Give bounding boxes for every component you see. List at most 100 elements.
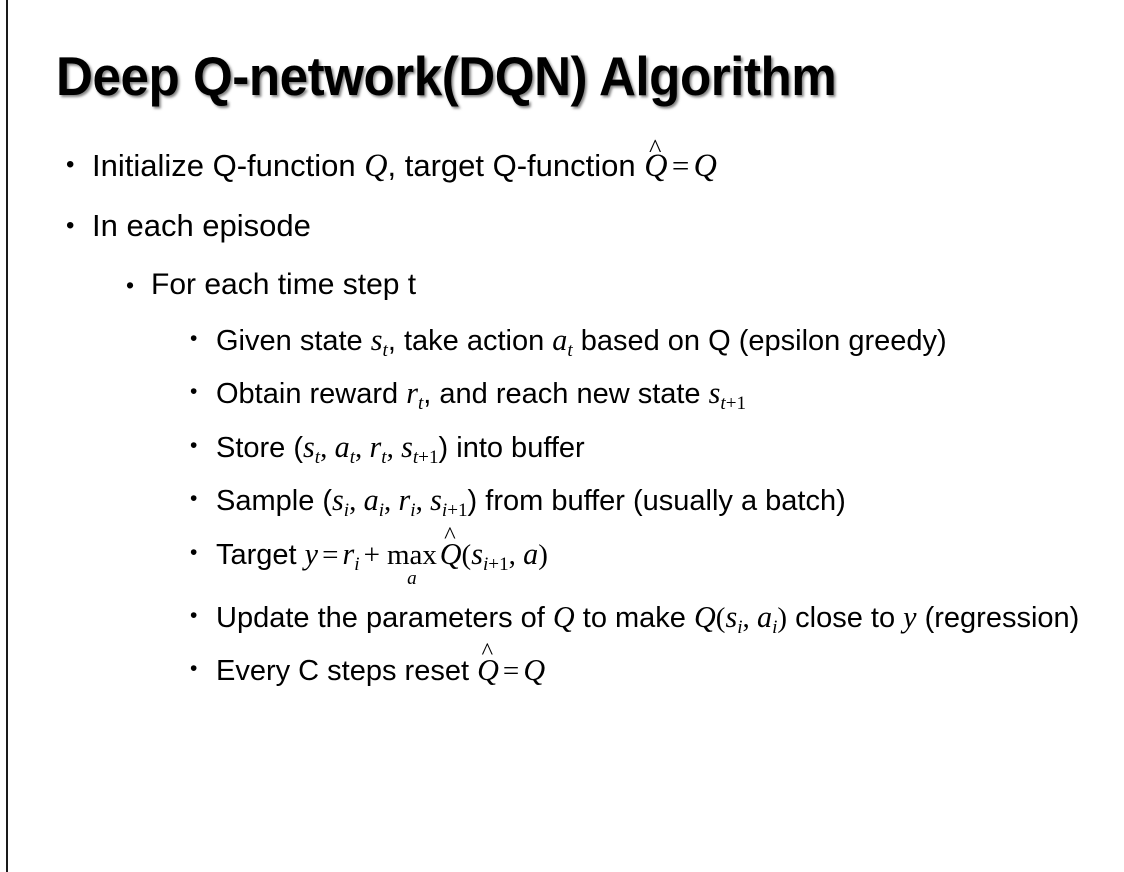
bullet-given-state-text: Given state st, take action at based on … (216, 320, 1116, 365)
math-comma3: , (386, 431, 402, 464)
bullet-reset-target: • Every C steps reset ^Q=Q (0, 640, 1124, 692)
math-var-q: Q (552, 599, 575, 634)
math-var-r: r (369, 429, 382, 464)
text-sample-part1: Sample ( (216, 485, 333, 518)
bullet-glyph: • (190, 487, 198, 511)
math-var-r: r (342, 536, 355, 571)
math-var-a: a (757, 599, 773, 634)
math-comma3: , (415, 485, 431, 518)
math-qhat-base: Q (644, 147, 668, 183)
bullet-in-each-episode: • In each episode (0, 207, 1124, 245)
bullet-update-parameters-text: Update the parameters of Q to make Q(si,… (216, 597, 1116, 642)
text-update-part3: close to (787, 601, 904, 634)
math-sub-plus: + (418, 446, 429, 468)
math-sub-t-plus-1: t+1 (413, 447, 439, 468)
math-equals: = (322, 538, 339, 571)
math-var-y: y (304, 536, 319, 571)
hat-accent: ^ (648, 133, 662, 164)
math-sub-i-plus-1: i+1 (442, 500, 468, 521)
math-var-qhat: ^Q (440, 523, 462, 576)
math-sub-plus: + (488, 553, 500, 575)
math-r-t: rt (369, 429, 387, 468)
math-comma2: , (355, 431, 370, 464)
math-s-i-plus-1: si+1 (471, 536, 508, 575)
text-initialize-prefix: Initialize Q-function (92, 148, 365, 183)
math-sub-one: 1 (736, 393, 747, 415)
math-s-t: st (303, 430, 320, 468)
bullet-given-state: • Given state st, take action at based o… (0, 320, 1124, 365)
bullet-glyph: • (190, 603, 198, 627)
math-sub-i: i (354, 553, 360, 575)
text-given-part3: based on Q (epsilon greedy) (572, 324, 947, 357)
math-paren-close: ) (538, 538, 548, 571)
math-sub-t: t (382, 339, 388, 361)
math-s-i: si (332, 483, 349, 521)
math-plus: + (363, 538, 380, 571)
math-sub-t3: t (381, 446, 387, 468)
math-sub-i2: i (482, 553, 489, 575)
math-sub-t4: t (412, 446, 419, 468)
bullet-store-transition-text: Store (st, at, rt, st+1) into buffer (216, 427, 1116, 472)
math-var-qhat: ^Q (644, 135, 668, 185)
math-a-i: ai (364, 483, 384, 521)
math-qhat-base: Q (477, 653, 499, 688)
math-s-i-plus-1: si+1 (430, 483, 467, 521)
page-title: Deep Q-network(DQN) Algorithm (56, 45, 837, 107)
math-sub-i2: i (772, 616, 778, 638)
bullet-glyph: • (190, 540, 198, 564)
math-var-q2: Q (693, 599, 716, 634)
math-var-s: s (332, 483, 344, 518)
math-sub-t-plus-1: t+1 (720, 393, 746, 414)
bullet-glyph: • (190, 433, 198, 457)
math-var-q: Q (364, 147, 388, 183)
math-comma2: , (384, 485, 399, 518)
math-equals: = (671, 148, 690, 183)
math-qhat-equals-q: ^Q=Q (644, 135, 717, 185)
text-target-part1: Target (216, 538, 305, 571)
math-var-y: y (903, 599, 917, 634)
math-equals: = (502, 655, 520, 688)
bullet-glyph: • (190, 657, 198, 681)
math-var-s: s (725, 599, 738, 634)
math-sub-i-plus-1: i+1 (483, 554, 509, 575)
math-r-t: rt (406, 376, 423, 414)
text-obtain-part1: Obtain reward (216, 378, 407, 411)
math-sub-i: i (737, 616, 743, 638)
math-sub-one: 1 (428, 446, 439, 468)
math-s-t: st (371, 323, 388, 361)
math-comma1: , (320, 431, 335, 464)
bullet-glyph: • (66, 151, 75, 178)
bullet-sample-batch-text: Sample (si, ai, ri, si+1) from buffer (u… (216, 480, 1116, 525)
math-var-r: r (406, 376, 418, 411)
bullet-obtain-reward-text: Obtain reward rt, and reach new state st… (216, 373, 1116, 418)
math-q-of-s-a: Q(si, ai) (693, 599, 787, 638)
bullet-in-each-episode-text: In each episode (92, 208, 311, 244)
left-edge-rule (6, 0, 8, 872)
math-var-a: a (523, 536, 539, 571)
math-var-s: s (708, 376, 721, 411)
math-sub-i4: i (441, 500, 448, 522)
math-sub-i: i (343, 500, 350, 522)
math-r-i: ri (342, 536, 360, 575)
math-max-limit: a (407, 568, 417, 590)
bullet-update-parameters: • Update the parameters of Q to make Q(s… (0, 597, 1124, 642)
math-var-s2: s (401, 429, 413, 464)
math-qhat-equals-q: ^Q=Q (477, 640, 545, 688)
math-sub-plus: + (447, 500, 458, 522)
math-paren-open: ( (461, 538, 472, 571)
math-sub-one: 1 (457, 500, 468, 522)
text-update-part1: Update the parameters of (216, 601, 553, 634)
math-sub-one: 1 (499, 553, 509, 575)
text-store-part1: Store ( (216, 431, 304, 464)
math-comma1: , (349, 485, 364, 518)
text-store-part2: ) into buffer (438, 431, 585, 464)
bullet-store-transition: • Store (st, at, rt, st+1) into buffer (0, 427, 1124, 472)
bullet-sample-batch: • Sample (si, ai, ri, si+1) from buffer … (0, 480, 1124, 525)
math-sub-t: t (417, 393, 424, 415)
bullet-initialize-q: • Initialize Q-function Q, target Q-func… (0, 135, 1124, 185)
text-given-part1: Given state (216, 324, 371, 357)
math-var-s: s (471, 536, 483, 571)
